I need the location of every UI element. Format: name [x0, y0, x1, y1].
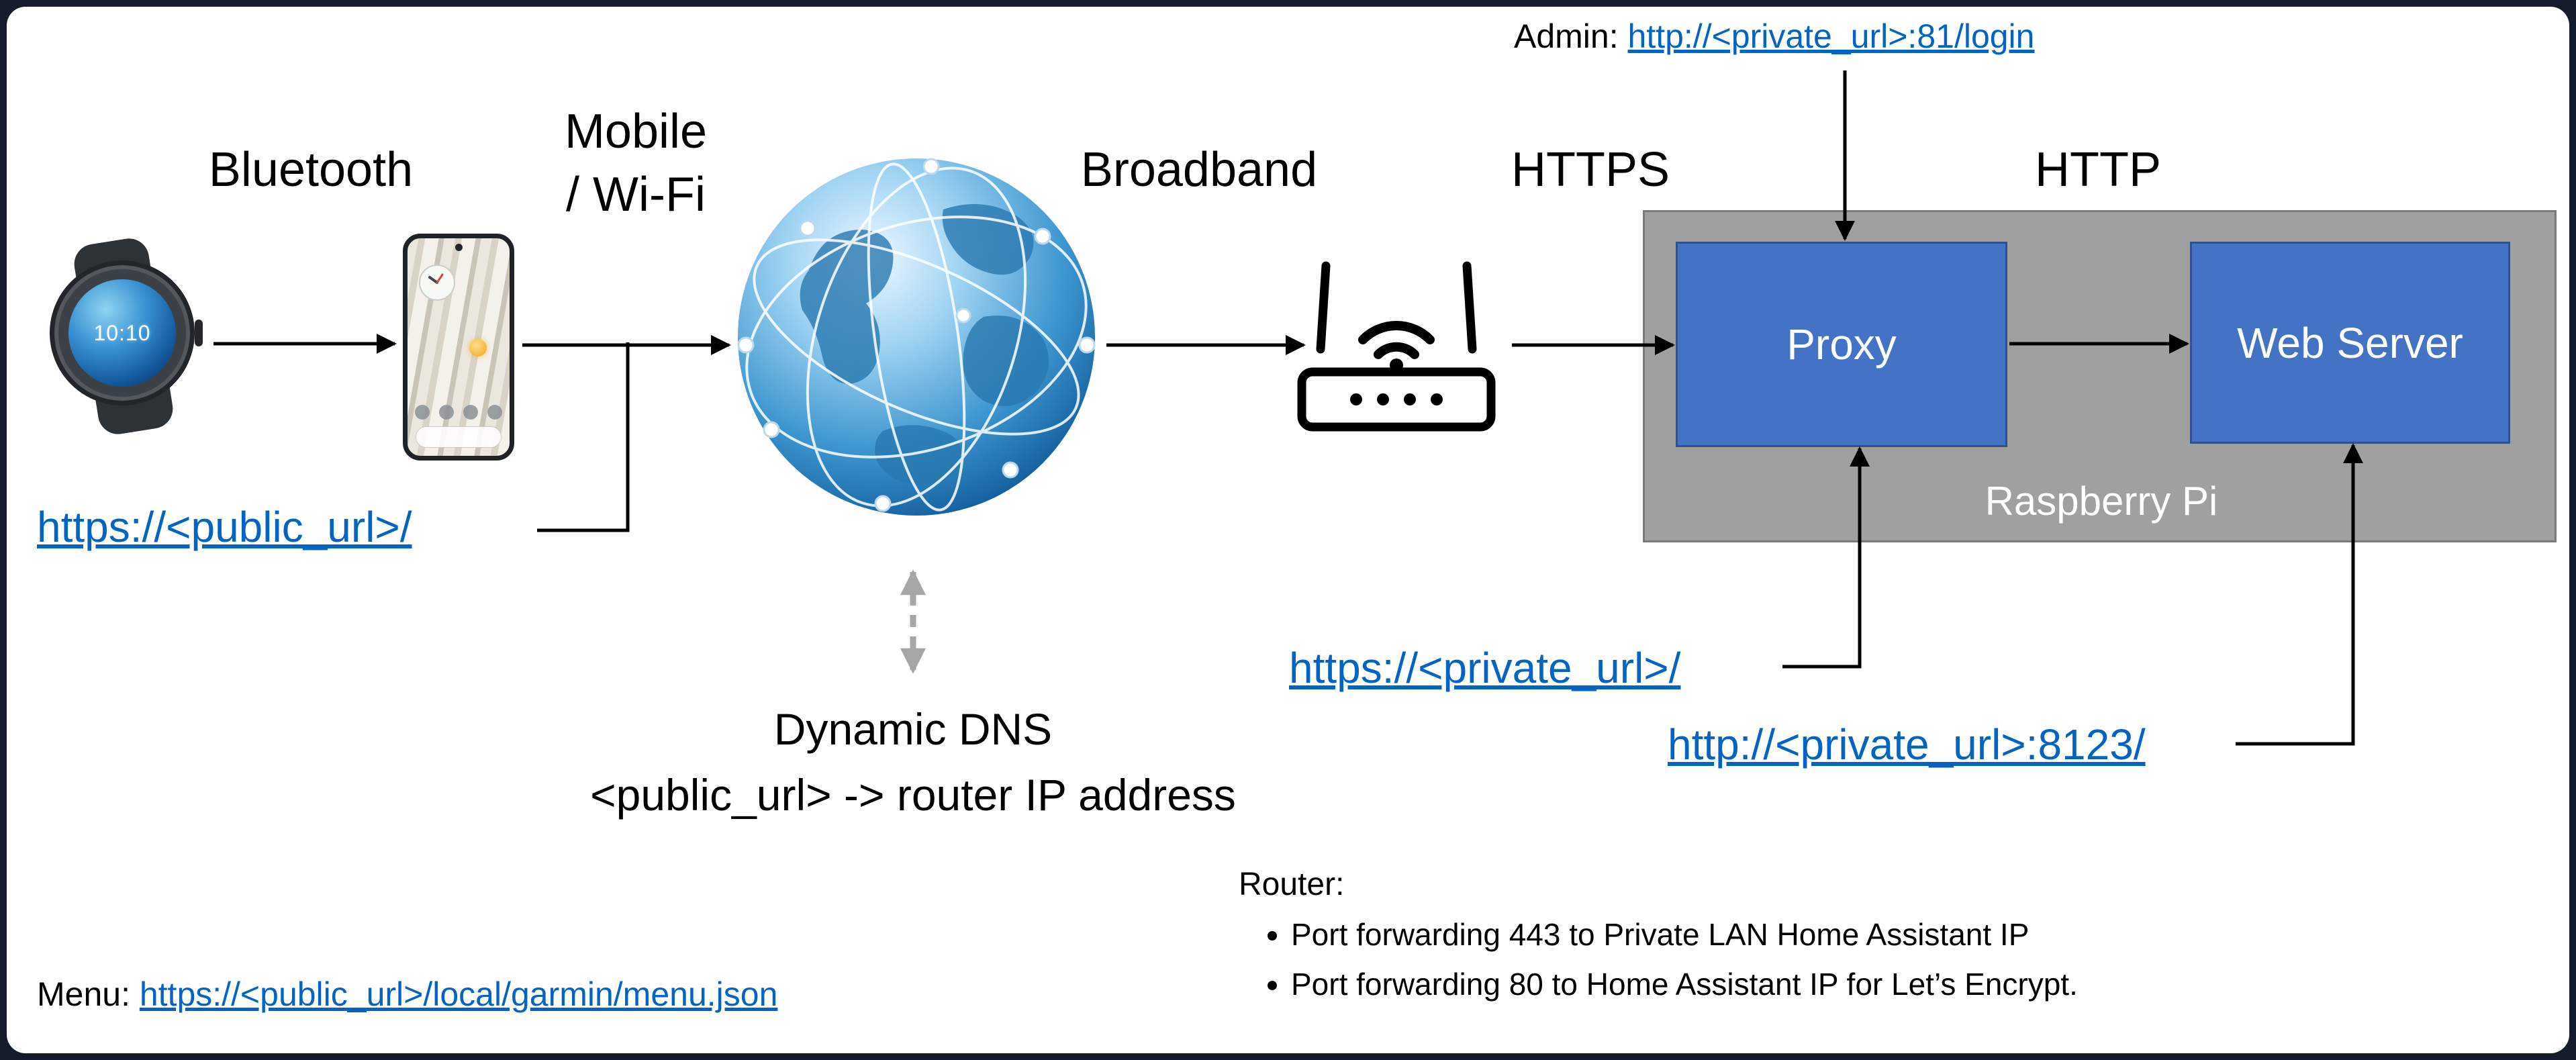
public-url-link[interactable]: https://<public_url>/ [37, 503, 412, 551]
http-label: HTTP [2035, 143, 2161, 197]
router-note-item: Port forwarding 80 to Home Assistant IP … [1291, 966, 2078, 1002]
phone-search-pill [416, 426, 502, 448]
proxy-box: Proxy [1676, 242, 2007, 447]
watch-screen: 10:10 [68, 279, 176, 387]
globe-network-nodes [737, 158, 1096, 512]
router-notes-list: Port forwarding 443 to Private LAN Home … [1291, 916, 2078, 1002]
menu-label: Menu: [37, 975, 140, 1013]
router-note-item: Port forwarding 443 to Private LAN Home … [1291, 916, 2078, 953]
menu-url-line: Menu: https://<public_url>/local/garmin/… [37, 975, 777, 1014]
mobile-wifi-line2: / Wi-Fi [566, 167, 706, 222]
phone-clock-widget [419, 264, 455, 301]
phone-camera-dot [455, 244, 463, 251]
web-server-box-label: Web Server [2237, 318, 2463, 367]
private-https-link[interactable]: https://<private_url>/ [1289, 644, 1681, 692]
smartphone-image [403, 234, 514, 461]
proxy-box-label: Proxy [1786, 320, 1897, 369]
router-notes: Router: Port forwarding 443 to Private L… [1239, 866, 2078, 1016]
globe-network-lines [745, 162, 1088, 512]
bluetooth-label: Bluetooth [208, 143, 414, 197]
smartwatch-image: 10:10 [42, 236, 207, 437]
admin-label: Admin: [1514, 17, 1628, 55]
router-icon [1297, 261, 1496, 432]
broadband-label: Broadband [1080, 143, 1318, 197]
dynamic-dns-title: Dynamic DNS [773, 704, 1053, 754]
private-8123-link[interactable]: http://<private_url>:8123/ [1668, 720, 2146, 769]
admin-login-link[interactable]: http://<private_url>:81/login [1627, 17, 2035, 55]
web-server-box: Web Server [2190, 242, 2510, 444]
watch-button [195, 320, 203, 346]
raspberry-pi-label: Raspberry Pi [1985, 479, 2218, 524]
mobile-wifi-line1: Mobile [564, 105, 708, 158]
phone-app-dots [408, 405, 510, 420]
dynamic-dns-mapping: <public_url> -> router IP address [590, 770, 1236, 820]
https-label: HTTPS [1511, 143, 1670, 197]
internet-globe-icon [737, 158, 1096, 516]
phone-weather-sun-icon [469, 339, 487, 356]
watch-time: 10:10 [93, 320, 151, 345]
router-notes-title: Router: [1239, 867, 1345, 902]
admin-url-line: Admin: http://<private_url>:81/login [1514, 17, 2034, 56]
mobile-wifi-label: Mobile / Wi-Fi [502, 101, 770, 226]
menu-json-link[interactable]: https://<public_url>/local/garmin/menu.j… [139, 975, 778, 1013]
